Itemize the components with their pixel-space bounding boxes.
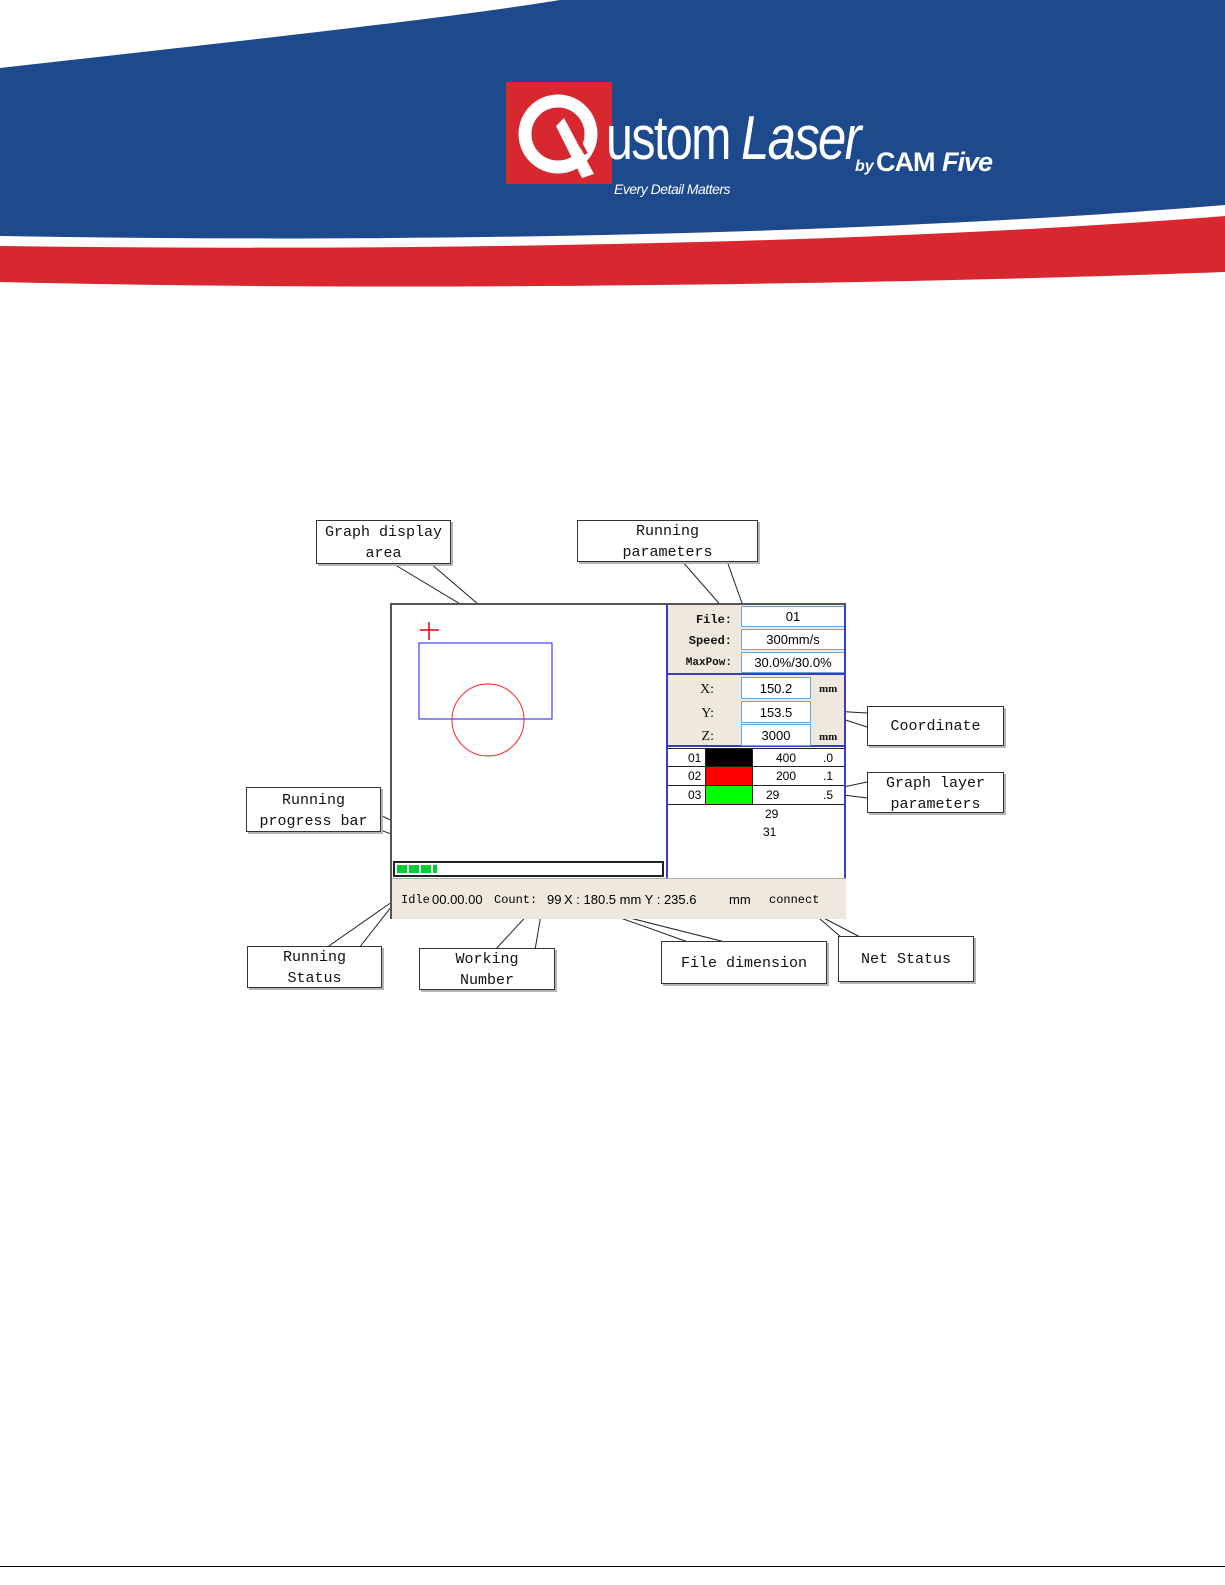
coord-unit-z: mm <box>819 731 838 743</box>
param-value-speed: 300mm/s <box>741 629 845 650</box>
layer-id: 03 <box>688 788 702 802</box>
coord-label-z: Z: <box>701 729 714 744</box>
status-bar: Idle 00.00.00 Count: 99 X : 180.5 mm Y :… <box>392 878 846 919</box>
graph-circle <box>451 683 525 757</box>
running-progress-bar <box>393 861 664 877</box>
layer-id: 01 <box>688 751 702 765</box>
count-label: Count: <box>494 893 538 907</box>
logo-five: Five <box>942 147 993 177</box>
footer-rule <box>0 1566 1225 1567</box>
graph-layer-table: 01 400 .0 02 200 .1 03 29 .5 <box>668 748 846 805</box>
layer-power: .0 <box>823 751 834 765</box>
graph-display-area[interactable] <box>392 605 666 859</box>
layer-color-swatch <box>705 786 753 804</box>
layer-speed: 200 <box>776 769 797 783</box>
coord-label-y: Y: <box>701 706 714 721</box>
layer-color-swatch <box>705 749 753 766</box>
file-dimension: X : 180.5 mm Y : 235.6 <box>564 892 697 907</box>
coord-label-x: X: <box>700 682 714 697</box>
callout-file-dimension: File dimension <box>661 941 827 984</box>
layer-extra-value: 31 <box>763 825 777 839</box>
logo-by: by <box>855 158 874 175</box>
logo-tagline: Every Detail Matters <box>614 181 731 197</box>
running-status: Idle <box>401 893 430 907</box>
logo-q-mark <box>518 94 598 178</box>
graph-preview <box>418 622 553 757</box>
logo-cam: CAM <box>876 147 935 177</box>
param-value-file: 01 <box>741 606 845 627</box>
banner-blue-wave <box>0 0 1225 239</box>
coord-value-y[interactable]: 153.5 <box>741 701 811 723</box>
table-row[interactable]: 02 200 .1 <box>668 767 846 786</box>
logo-q-letter: Q <box>0 0 1 1</box>
logo-name-laser: Laser <box>741 104 862 173</box>
layer-speed: 400 <box>776 751 797 765</box>
param-label-file: File: <box>695 613 732 627</box>
controller-screen: File: 01 Speed: 300mm/s MaxPow: 30.0%/30… <box>390 603 846 919</box>
progress-fill <box>397 865 438 873</box>
table-row[interactable]: 01 400 .0 <box>668 748 846 767</box>
layer-power: .5 <box>823 788 834 802</box>
dimension-unit: mm <box>729 892 751 907</box>
layer-speed: 29 <box>766 788 780 802</box>
param-label-speed: Speed: <box>688 634 732 648</box>
banner-white-stripe <box>0 205 1225 248</box>
layer-extra-value: 29 <box>765 807 779 821</box>
layer-color-swatch <box>705 767 753 785</box>
coord-value-z[interactable]: 3000 <box>741 724 811 746</box>
coord-unit-x: mm <box>819 683 838 695</box>
coord-value-x[interactable]: 150.2 <box>741 677 811 699</box>
net-status: connect <box>769 893 820 907</box>
layer-power: .1 <box>823 769 834 783</box>
graph-rectangle <box>418 642 553 720</box>
header-banner <box>0 0 1225 287</box>
running-time: 00.00.00 <box>432 892 483 907</box>
table-row[interactable]: 03 29 .5 <box>668 786 846 805</box>
param-label-maxpow: MaxPow: <box>685 657 732 669</box>
working-number: 99 <box>547 892 562 907</box>
layer-id: 02 <box>688 769 702 783</box>
param-value-maxpow: 30.0%/30.0% <box>741 652 845 673</box>
callout-net-status: Net Status <box>838 936 974 982</box>
logo-name-ustom: ustom <box>606 104 731 173</box>
callout-coordinate: Coordinate <box>867 706 1004 746</box>
